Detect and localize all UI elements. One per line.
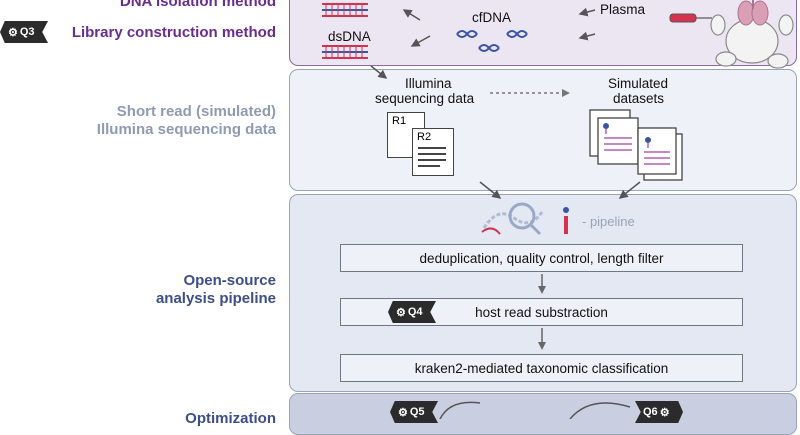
label-optimization: Optimization: [185, 410, 276, 427]
step-arrow-1: [538, 274, 546, 294]
pipeline-step-dedup: deduplication, quality control, length f…: [340, 244, 743, 272]
gear-icon: ⚙: [8, 26, 18, 39]
q3-tag: ⚙Q3: [0, 21, 48, 43]
illumina-label-1: Illumina: [405, 76, 452, 91]
illumina-label-2: sequencing data: [375, 91, 475, 106]
step-arrow-2: [538, 328, 546, 350]
dsdna-label: dsDNA: [328, 29, 371, 44]
dna-panel: [289, 0, 797, 66]
plasma-label: Plasma: [600, 2, 646, 17]
gear-icon: ⚙: [659, 406, 670, 419]
pipeline-logo-icon: [481, 202, 569, 236]
q5-tag: ⚙Q5: [390, 401, 438, 423]
label-short-read-2: Illumina sequencing data: [96, 121, 276, 138]
simulated-files-illustration: [589, 109, 683, 181]
step-2-label: host read substraction: [475, 304, 608, 320]
into-pipeline-arrows: [479, 181, 641, 199]
cfdna-label: cfDNA: [472, 10, 512, 25]
r1-label: R1: [392, 115, 407, 127]
dna-strands-illustration: [322, 3, 368, 59]
optimization-loops: [439, 401, 631, 419]
q6-tag: Q6⚙: [635, 401, 683, 423]
r2-label: R2: [417, 131, 432, 143]
label-open-source-1: Open-source: [183, 272, 276, 289]
label-dna-isolation: DNA isolation method: [119, 0, 276, 10]
q4-tag: ⚙Q4: [388, 301, 436, 323]
pipeline-step-kraken2: kraken2-mediated taxonomic classificatio…: [340, 354, 743, 382]
sequencing-panel: [289, 69, 797, 191]
pipeline-logo-suffix: - pipeline: [582, 214, 635, 229]
blood-tube-icon: [669, 13, 712, 23]
step-3-label: kraken2-mediated taxonomic classificatio…: [414, 360, 669, 376]
infant-illustration: [710, 0, 794, 69]
gear-icon: ⚙: [398, 406, 408, 419]
dashed-arrow: [490, 89, 570, 97]
top-panel-arrows: [402, 7, 596, 47]
q4-tag-label: Q4: [407, 306, 423, 318]
dsdna-to-illumina-arrow: [370, 65, 388, 79]
gear-icon: ⚙: [396, 306, 406, 319]
cfdna-fragments-illustration: [456, 30, 528, 52]
simulated-label-2: datasets: [613, 91, 665, 106]
q6-tag-label: Q6: [643, 406, 658, 418]
label-library-construction: Library construction method: [71, 24, 276, 41]
step-1-label: deduplication, quality control, length f…: [419, 250, 664, 266]
label-open-source-2: analysis pipeline: [155, 290, 276, 307]
read-file-r2: R2: [412, 128, 454, 176]
q3-tag-label: Q3: [19, 26, 35, 38]
simulated-label-1: Simulated: [608, 76, 669, 91]
label-short-read-1: Short read (simulated): [116, 103, 276, 120]
q5-tag-label: Q5: [409, 406, 425, 418]
